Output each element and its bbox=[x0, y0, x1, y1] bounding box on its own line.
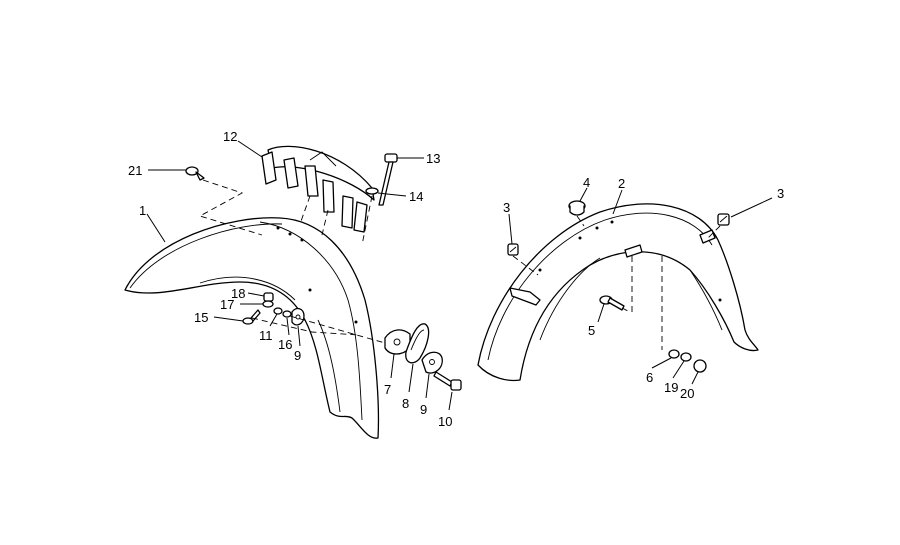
callout-9-right: 9 bbox=[420, 402, 427, 417]
washer-14 bbox=[365, 187, 379, 195]
callout-9-front: 9 bbox=[294, 348, 301, 363]
callout-12: 12 bbox=[223, 129, 237, 144]
plate-9-right bbox=[421, 351, 443, 374]
callout-18: 18 bbox=[231, 286, 245, 301]
callout-17: 17 bbox=[220, 297, 234, 312]
screw-15 bbox=[242, 309, 261, 325]
callout-4: 4 bbox=[583, 175, 590, 190]
nut-18 bbox=[263, 292, 274, 302]
front-fender bbox=[124, 217, 380, 439]
callout-11: 11 bbox=[259, 328, 273, 343]
rear-fender bbox=[477, 203, 759, 382]
callout-10: 10 bbox=[438, 414, 452, 429]
fender-bracket bbox=[261, 145, 375, 233]
screw-21 bbox=[185, 166, 205, 181]
grommet-3-right bbox=[717, 213, 730, 226]
cap-4 bbox=[568, 200, 586, 216]
callout-5: 5 bbox=[588, 323, 595, 338]
callout-16: 16 bbox=[278, 337, 292, 352]
callout-6: 6 bbox=[646, 370, 653, 385]
callout-21: 21 bbox=[128, 163, 142, 178]
callout-2: 2 bbox=[618, 176, 625, 191]
bolt-10 bbox=[433, 371, 462, 391]
callout-19: 19 bbox=[664, 380, 678, 395]
callout-15: 15 bbox=[194, 310, 208, 325]
washer-11 bbox=[273, 307, 283, 315]
callout-3-left: 3 bbox=[503, 200, 510, 215]
bolt-13 bbox=[378, 153, 398, 206]
callout-13: 13 bbox=[426, 151, 440, 166]
nut-20 bbox=[693, 359, 707, 373]
callout-20: 20 bbox=[680, 386, 694, 401]
callout-8: 8 bbox=[402, 396, 409, 411]
washer-16 bbox=[282, 310, 292, 318]
washer-6 bbox=[668, 349, 680, 359]
callout-labels: 1 2 3 3 4 5 6 7 8 9 9 10 11 12 13 14 15 … bbox=[128, 129, 784, 429]
leader-lines bbox=[146, 140, 773, 411]
callout-1: 1 bbox=[139, 203, 146, 218]
spring-clip-8 bbox=[405, 323, 430, 364]
washer-17 bbox=[262, 300, 274, 308]
plate-9-front bbox=[291, 307, 305, 326]
callout-7: 7 bbox=[384, 382, 391, 397]
washer-19 bbox=[680, 352, 692, 362]
callout-14: 14 bbox=[409, 189, 423, 204]
grommet-3-left bbox=[507, 243, 519, 256]
callout-3-right: 3 bbox=[777, 186, 784, 201]
screw-5 bbox=[599, 295, 625, 311]
